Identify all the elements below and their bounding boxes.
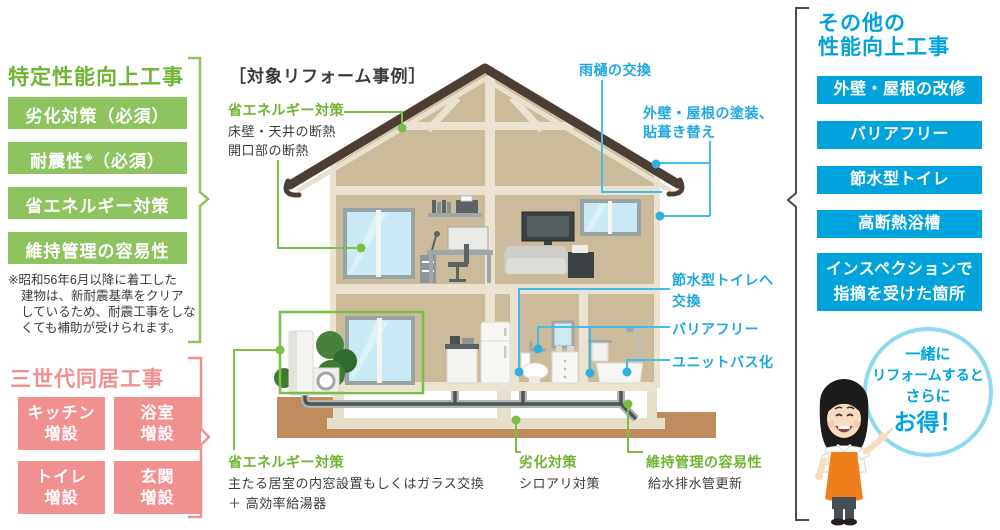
item-line2: 指摘を受けた箇所	[833, 286, 966, 303]
three-gen-item-kitchen: キッチン増設	[18, 397, 105, 450]
left-panel-note-line1: ※昭和56年6月以降に着工した	[8, 273, 177, 287]
callout-deterioration-line1: シロアリ対策	[519, 476, 601, 491]
item-line1: キッチン	[27, 405, 96, 422]
speech-bubble-text: 一緒に リフォームすると さらに お得！	[862, 344, 994, 436]
connector-energy-bottom	[233, 345, 285, 450]
right-panel-item-exterior: 外壁・屋根の改修	[817, 76, 982, 104]
item-line1: 浴室	[140, 405, 175, 422]
water-pipes	[301, 391, 639, 422]
callout-energy-top-title: 省エネルギー対策	[228, 102, 344, 118]
item-line2: 増設	[44, 426, 79, 443]
callout-maintenance-title: 維持管理の容易性	[646, 454, 762, 470]
item-line1: トイレ	[35, 469, 87, 486]
bracket-right-gray	[786, 7, 809, 521]
item-label: 維持管理の容易性	[25, 242, 170, 261]
callout-energy-bottom-line2: ＋ 高効率給湯器	[228, 496, 327, 511]
bubble-emphasis: お得！	[893, 409, 963, 435]
bubble-line1: 一緒に	[905, 346, 951, 363]
window-downstairs	[345, 316, 415, 385]
item-line2: 増設	[140, 490, 175, 507]
right-panel-item-toilet: 節水型トイレ	[817, 166, 982, 194]
left-panel-item-deterioration: 劣化対策（必須）	[8, 97, 187, 129]
right-panel-title-line1: その他の	[818, 12, 906, 35]
bubble-line3: さらに	[905, 388, 951, 405]
callout-energy-bottom-title: 省エネルギー対策	[228, 454, 344, 470]
connector-rain-gutter	[601, 80, 662, 193]
mascot-character	[815, 379, 894, 526]
left-panel-note-line2: 建物は、新耐震基準をクリア	[21, 289, 184, 303]
item-line2: 増設	[140, 426, 175, 443]
connector-toilet	[514, 288, 670, 377]
left-panel-item-seismic: 耐震性※（必須）	[8, 142, 187, 174]
connector-barrier-free	[533, 326, 670, 378]
left-panel-title: 特定性能向上工事	[8, 66, 184, 89]
connector-unit-bath	[622, 359, 670, 377]
window-upstairs-left	[343, 208, 415, 279]
window-upstairs-right	[580, 199, 641, 236]
right-panel-item-inspection: インスペクションで 指摘を受けた箇所	[817, 253, 982, 311]
callout-water-saving-toilet-line1: 節水型トイレへ	[672, 272, 774, 288]
left-panel-item-maintenance: 維持管理の容易性	[8, 232, 187, 264]
callout-deterioration-title: 劣化対策	[519, 454, 577, 470]
callout-energy-top-line2: 開口部の断熱	[228, 143, 310, 158]
bathroom-area	[588, 327, 644, 384]
callout-unit-bath: ユニットバス化	[672, 354, 774, 370]
connector-deterioration	[511, 415, 521, 453]
kitchen-area	[445, 321, 511, 384]
house-structure	[330, 66, 660, 391]
living-room-furniture	[504, 211, 594, 278]
three-gen-item-entrance: 玄関増設	[114, 461, 201, 514]
item-label: 省エネルギー対策	[25, 197, 170, 216]
item-line2: 増設	[44, 490, 79, 507]
item-line1: インスペクションで	[825, 261, 974, 278]
connector-exterior	[651, 141, 711, 221]
three-gen-panel-title: 三世代同居工事	[10, 368, 164, 391]
study-room-furniture	[420, 195, 493, 283]
callout-rain-gutter: 雨樋の交換	[579, 62, 652, 78]
left-panel-note-line3: しているため、耐震工事をしな	[21, 305, 196, 319]
connector-energy-top	[277, 111, 407, 253]
right-panel-title: その他の 性能向上工事	[818, 12, 950, 60]
callout-barrier-free: バリアフリー	[672, 321, 759, 337]
item-label: 劣化対策（必須）	[25, 107, 170, 126]
callout-energy-top-line1: 床壁・天井の断熱	[228, 124, 337, 139]
callout-exterior-line1: 外壁・屋根の塗装、	[643, 105, 774, 121]
toilet-area	[520, 320, 579, 384]
item-label: 耐震性	[30, 152, 85, 171]
left-panel-item-energy: 省エネルギー対策	[8, 187, 187, 219]
foundation	[327, 391, 665, 429]
right-panel-title-line2: 性能向上工事	[818, 36, 950, 59]
callout-exterior-line2: 貼葺き替え	[643, 124, 716, 140]
example-title: ［対象リフォーム事例］	[229, 67, 427, 86]
bubble-line2: リフォームすると	[872, 367, 984, 383]
right-panel-item-barrier-free: バリアフリー	[817, 121, 982, 149]
callout-water-saving-toilet-line2: 交換	[672, 293, 701, 309]
three-gen-item-toilet: トイレ増設	[18, 461, 105, 514]
right-panel-item-bathtub: 高断熱浴槽	[817, 210, 982, 238]
bracket-left-green	[188, 56, 210, 344]
item-sup: ※	[84, 153, 93, 163]
roof	[283, 63, 685, 198]
item-line1: 玄関	[140, 469, 175, 486]
callout-energy-bottom-line1: 主たる居室の内窓設置もしくはガラス交換	[228, 476, 485, 491]
bracket-left-pink	[188, 356, 211, 519]
connector-maintenance	[623, 399, 643, 453]
three-gen-item-bathroom: 浴室増設	[114, 397, 201, 450]
left-panel-note-line4: くても補助が受けられます。	[21, 321, 182, 335]
callout-maintenance-line1: 給水排水管更新	[648, 476, 743, 491]
item-label-post: （必須）	[92, 152, 165, 171]
